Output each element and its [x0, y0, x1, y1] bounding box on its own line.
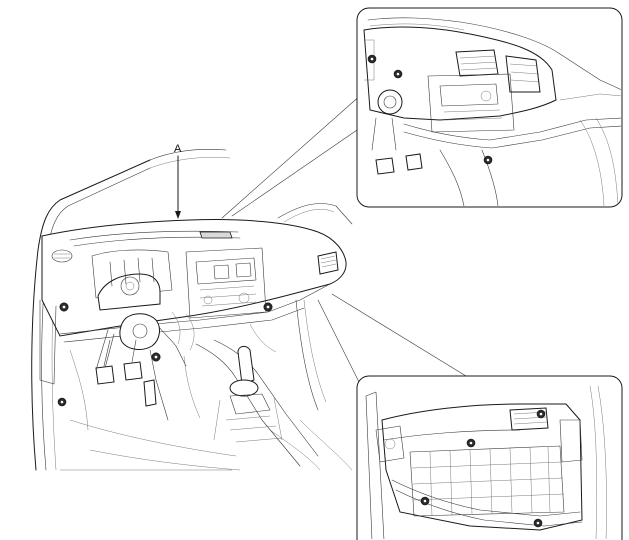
bolt-icon	[420, 496, 430, 506]
bolt-icon	[263, 302, 273, 312]
bolt-icon	[57, 397, 67, 407]
under-dash	[39, 299, 277, 431]
bolt-icon	[151, 352, 161, 362]
detail-inset-top	[356, 7, 623, 208]
leader-a: A	[174, 143, 182, 219]
pedals	[95, 339, 157, 407]
bolt-icon	[536, 409, 546, 419]
center-stack	[185, 247, 267, 319]
steering-column	[95, 313, 169, 421]
center-console	[195, 339, 319, 467]
right-door	[277, 203, 353, 411]
bolt-icon	[466, 438, 476, 448]
bolt-icon	[393, 69, 403, 79]
floor	[60, 419, 353, 471]
bolt-icon	[367, 54, 377, 64]
crash-pad	[41, 219, 347, 337]
cluster-area	[91, 249, 173, 311]
callout-connectors	[221, 93, 467, 385]
main-view	[31, 149, 353, 471]
detail-inset-bottom	[356, 375, 623, 540]
bolt-icon	[533, 518, 543, 528]
label-a: A	[174, 143, 182, 155]
main-fasteners	[57, 302, 273, 407]
bolt-icon	[483, 155, 493, 165]
bolt-icon	[59, 302, 69, 312]
door-frame	[31, 149, 231, 471]
